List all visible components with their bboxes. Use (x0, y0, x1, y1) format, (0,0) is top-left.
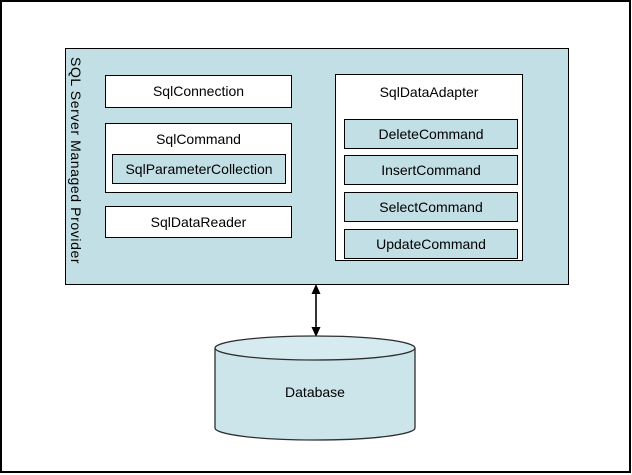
sqlcommand-box: SqlCommand SqlParameterCollection (105, 123, 292, 193)
arrowhead-down-icon (311, 327, 321, 337)
database-label: Database (285, 384, 345, 400)
sqlparametercollection-box: SqlParameterCollection (112, 154, 286, 184)
provider-container: SQL Server Managed Provider SqlConnectio… (65, 48, 569, 285)
insertcommand-box: InsertCommand (344, 155, 518, 185)
cylinder-body (214, 348, 416, 441)
database-cylinder (214, 335, 416, 441)
double-arrow-connector (311, 284, 321, 337)
sqlconnection-box: SqlConnection (105, 75, 292, 108)
sqldataadapter-label: SqlDataAdapter (379, 84, 479, 100)
provider-container-label: SQL Server Managed Provider (68, 57, 84, 265)
cylinder-top (214, 335, 416, 361)
arrowhead-up-icon (311, 284, 321, 294)
sqldatareader-box: SqlDataReader (105, 206, 292, 238)
updatecommand-box: UpdateCommand (344, 229, 518, 259)
sqldataadapter-box: SqlDataAdapter DeleteCommand InsertComma… (335, 74, 523, 261)
deletecommand-box: DeleteCommand (344, 119, 518, 149)
sqlcommand-label: SqlCommand (156, 131, 241, 147)
selectcommand-box: SelectCommand (344, 192, 518, 222)
